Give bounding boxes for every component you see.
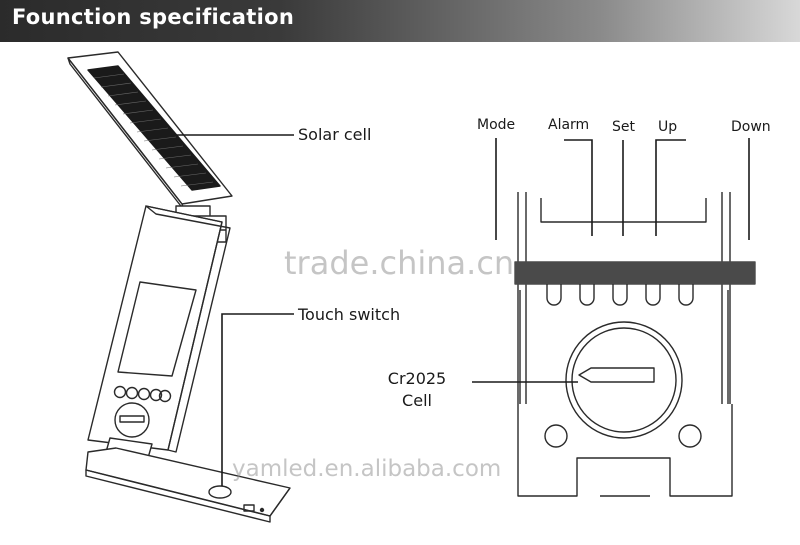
label-alarm: Alarm — [548, 117, 590, 133]
label-mode: Mode — [477, 117, 516, 133]
watermark-yamled: yamled.en.alibaba.com — [232, 456, 502, 482]
page-title: Founction specification — [12, 5, 295, 29]
solar-panel — [67, 51, 233, 211]
label-cell: Cr2025 Cell — [382, 368, 452, 412]
label-touch-switch: Touch switch — [298, 305, 401, 324]
label-set: Set — [612, 119, 635, 135]
lamp-arm — [87, 205, 231, 459]
label-up: Up — [658, 119, 678, 135]
label-down: Down — [731, 119, 771, 135]
label-cell-type: Cell — [402, 391, 432, 410]
callout-lines — [150, 134, 750, 486]
lamp-base — [85, 447, 291, 523]
label-cell-model: Cr2025 — [387, 369, 447, 388]
watermark-trade-china: trade.china.cn — [284, 244, 515, 282]
front-view — [514, 192, 756, 497]
label-solar-cell: Solar cell — [298, 125, 372, 144]
header-bar: Founction specification — [0, 0, 800, 42]
